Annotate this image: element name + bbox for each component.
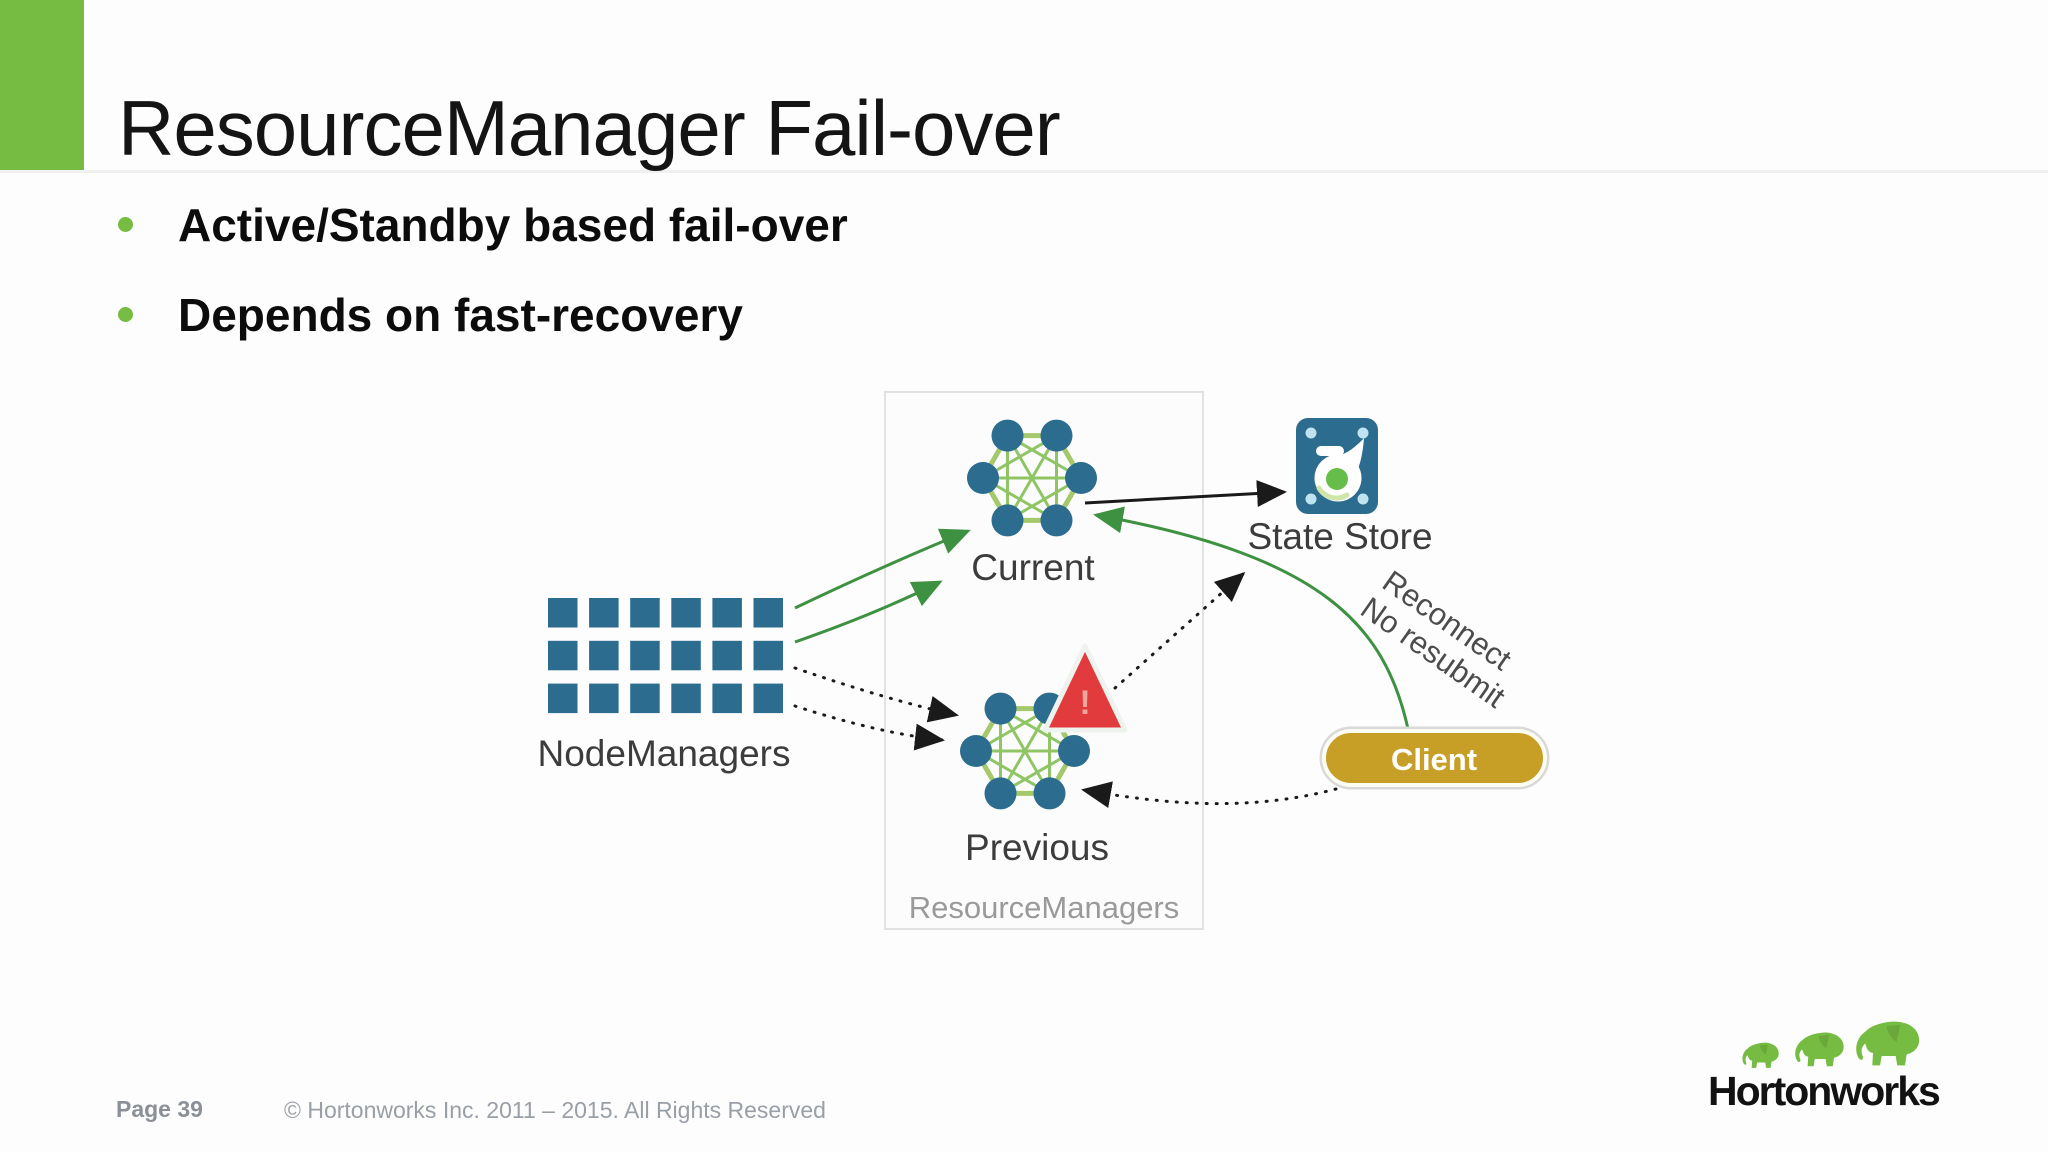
node-manager-square bbox=[712, 598, 742, 628]
cluster-node bbox=[1040, 419, 1073, 452]
node-managers-label: NodeManagers bbox=[538, 733, 791, 774]
svg-text:!: ! bbox=[1079, 684, 1090, 722]
cluster-node bbox=[1040, 504, 1073, 537]
node-manager-square bbox=[671, 640, 701, 671]
accent-bar bbox=[0, 0, 84, 170]
nodemanagers-to-current-arrows bbox=[794, 528, 971, 644]
cluster-link bbox=[1006, 434, 1058, 522]
cluster-node bbox=[984, 692, 1017, 725]
node-manager-square bbox=[630, 640, 660, 671]
previous-rm-cluster bbox=[960, 692, 1090, 810]
footer: Page 39 © Hortonworks Inc. 2011 – 2015. … bbox=[0, 1096, 2048, 1136]
cluster-node bbox=[991, 504, 1024, 537]
client-pill: Client bbox=[1319, 726, 1550, 790]
current-to-statestore-arrow bbox=[1084, 480, 1287, 507]
bullet-list: Active/Standby based fail-over Depends o… bbox=[118, 198, 848, 378]
nodemanagers-to-previous-arrow bbox=[793, 666, 959, 723]
copyright-text: © Hortonworks Inc. 2011 – 2015. All Righ… bbox=[284, 1097, 826, 1123]
state-store-icon bbox=[1296, 418, 1378, 514]
node-manager-square bbox=[753, 640, 783, 671]
bullet-item: Active/Standby based fail-over bbox=[118, 198, 848, 252]
node-manager-square bbox=[548, 640, 578, 671]
cluster-node bbox=[1058, 735, 1090, 767]
header-divider bbox=[0, 170, 2048, 173]
bullet-dot-icon bbox=[118, 307, 133, 322]
nodemanagers-to-previous-arrow bbox=[793, 704, 945, 751]
bullet-dot-icon bbox=[118, 217, 133, 232]
node-manager-square bbox=[589, 598, 619, 628]
cluster-node bbox=[960, 735, 992, 767]
client-label: Client bbox=[1391, 742, 1477, 777]
state-store-label: State Store bbox=[1247, 516, 1432, 557]
hortonworks-elephants-logo bbox=[1742, 1021, 1920, 1068]
node-manager-square bbox=[712, 640, 742, 671]
page-number: Page 39 bbox=[116, 1096, 203, 1122]
cluster-node bbox=[984, 777, 1017, 810]
cluster-node bbox=[1033, 777, 1066, 810]
node-manager-square bbox=[671, 683, 701, 714]
hortonworks-logo-text: Hortonworks bbox=[1708, 1068, 1941, 1114]
current-label: Current bbox=[971, 547, 1095, 588]
resource-managers-box bbox=[884, 391, 1204, 930]
node-manager-square bbox=[548, 683, 578, 714]
node-manager-square bbox=[753, 598, 783, 628]
cluster-link bbox=[999, 707, 1051, 795]
current-rm-cluster bbox=[967, 419, 1097, 537]
dotted-arrows bbox=[793, 572, 1338, 808]
node-manager-square bbox=[589, 683, 619, 714]
node-manager-square bbox=[589, 640, 619, 671]
previous-label: Previous bbox=[965, 827, 1109, 868]
previous-to-statestore-arrow bbox=[1113, 572, 1246, 690]
node-manager-square bbox=[712, 683, 742, 714]
bullet-item: Depends on fast-recovery bbox=[118, 288, 848, 342]
bullet-text: Active/Standby based fail-over bbox=[178, 199, 848, 251]
cluster-node bbox=[991, 419, 1024, 452]
page-title: ResourceManager Fail-over bbox=[118, 84, 1061, 173]
node-manager-square bbox=[753, 683, 783, 714]
reconnect-annotation: Reconnect No resubmit bbox=[1355, 564, 1519, 715]
client-to-current-arrow bbox=[1093, 506, 1410, 730]
resource-managers-label: ResourceManagers bbox=[909, 890, 1180, 925]
cluster-node bbox=[1065, 462, 1097, 494]
cluster-node bbox=[967, 462, 999, 494]
node-manager-square bbox=[630, 598, 660, 628]
bullet-text: Depends on fast-recovery bbox=[178, 289, 743, 341]
warning-triangle-icon: ! bbox=[1042, 643, 1128, 733]
nodemanagers-grid bbox=[548, 598, 783, 714]
node-manager-square bbox=[671, 598, 701, 628]
node-manager-square bbox=[630, 683, 660, 714]
node-manager-square bbox=[548, 598, 578, 628]
